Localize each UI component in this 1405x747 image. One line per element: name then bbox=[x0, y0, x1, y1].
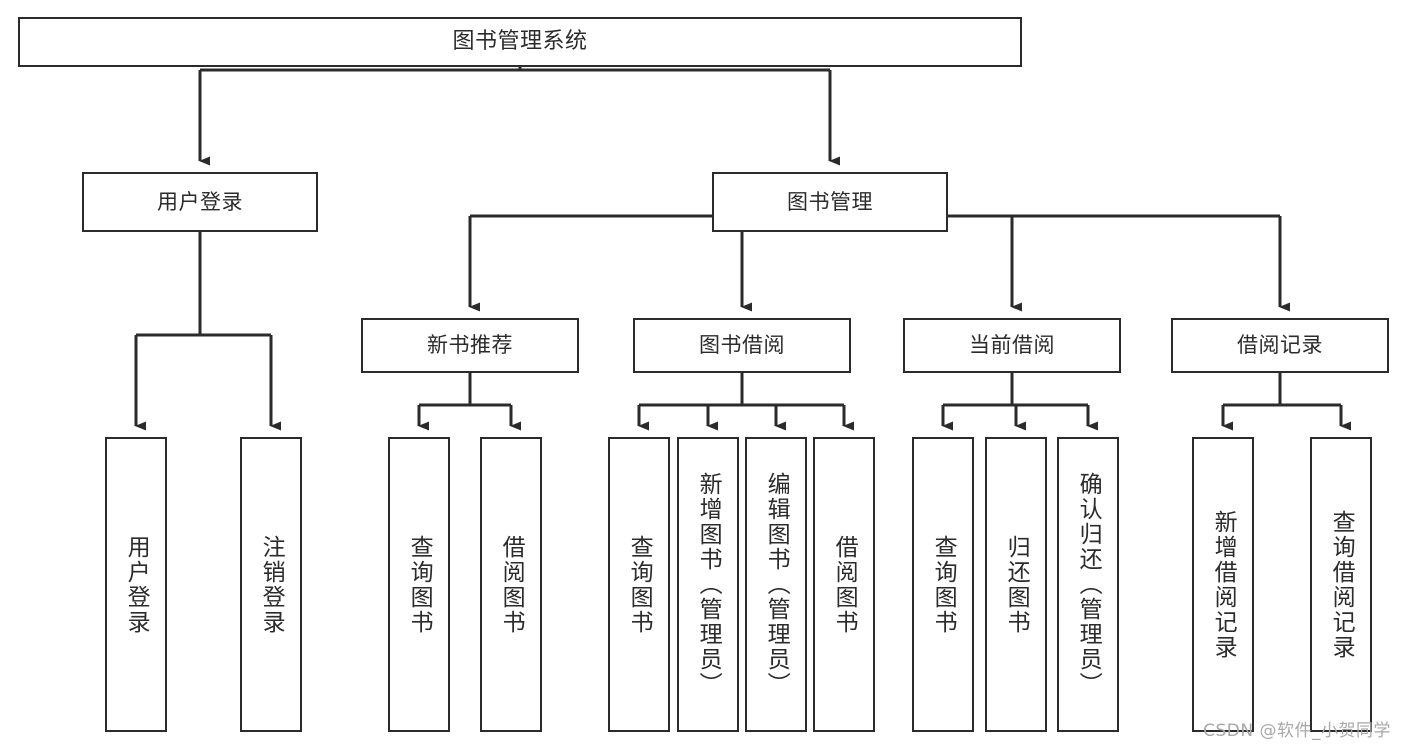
node-label: 借阅记录 bbox=[1237, 333, 1323, 358]
node-leaf-query-2[interactable]: 查询图书 bbox=[608, 437, 670, 732]
node-label: 借阅图书 bbox=[498, 534, 525, 635]
node-leaf-query-rec[interactable]: 查询借阅记录 bbox=[1310, 437, 1372, 732]
node-label: 图书借阅 bbox=[699, 333, 785, 358]
node-label: 归还图书 bbox=[1003, 534, 1030, 635]
node-label: 查询借阅记录 bbox=[1328, 509, 1355, 660]
node-leaf-return[interactable]: 归还图书 bbox=[985, 437, 1047, 732]
node-leaf-add-book[interactable]: 新增图书（管理员） bbox=[677, 437, 739, 732]
node-label: 图书管理 bbox=[787, 189, 873, 214]
node-new-book-rec[interactable]: 新书推荐 bbox=[361, 318, 579, 373]
node-label: 查询图书 bbox=[406, 534, 433, 635]
node-leaf-user-login[interactable]: 用户登录 bbox=[105, 437, 167, 732]
node-leaf-query-1[interactable]: 查询图书 bbox=[388, 437, 450, 732]
node-label: 查询图书 bbox=[930, 534, 957, 635]
node-label: 注销登录 bbox=[258, 534, 285, 635]
node-label: 新增借阅记录 bbox=[1210, 509, 1237, 660]
node-label: 查询图书 bbox=[626, 534, 653, 635]
watermark-label: CSDN @软件_小贺同学 bbox=[1203, 721, 1391, 741]
node-leaf-query-3[interactable]: 查询图书 bbox=[912, 437, 974, 732]
node-leaf-confirm[interactable]: 确认归还（管理员） bbox=[1057, 437, 1119, 732]
node-label: 确认归还（管理员） bbox=[1075, 472, 1102, 697]
node-leaf-logout[interactable]: 注销登录 bbox=[240, 437, 302, 732]
node-leaf-edit-book[interactable]: 编辑图书（管理员） bbox=[745, 437, 807, 732]
node-label: 新增图书（管理员） bbox=[695, 472, 722, 697]
node-label: 图书管理系统 bbox=[452, 29, 588, 55]
node-label: 编辑图书（管理员） bbox=[763, 472, 790, 697]
node-label: 借阅图书 bbox=[831, 534, 858, 635]
node-book-manage[interactable]: 图书管理 bbox=[712, 172, 948, 232]
node-root[interactable]: 图书管理系统 bbox=[18, 17, 1022, 67]
node-label: 当前借阅 bbox=[969, 333, 1055, 358]
node-label: 用户登录 bbox=[157, 189, 243, 214]
node-book-borrow[interactable]: 图书借阅 bbox=[633, 318, 851, 373]
node-leaf-add-rec[interactable]: 新增借阅记录 bbox=[1192, 437, 1254, 732]
node-borrow-record[interactable]: 借阅记录 bbox=[1171, 318, 1389, 373]
node-label: 新书推荐 bbox=[427, 333, 513, 358]
node-leaf-borrow-2[interactable]: 借阅图书 bbox=[813, 437, 875, 732]
node-current-borrow[interactable]: 当前借阅 bbox=[903, 318, 1121, 373]
node-label: 用户登录 bbox=[123, 534, 150, 635]
node-user-login[interactable]: 用户登录 bbox=[82, 172, 318, 232]
node-leaf-borrow-1[interactable]: 借阅图书 bbox=[480, 437, 542, 732]
